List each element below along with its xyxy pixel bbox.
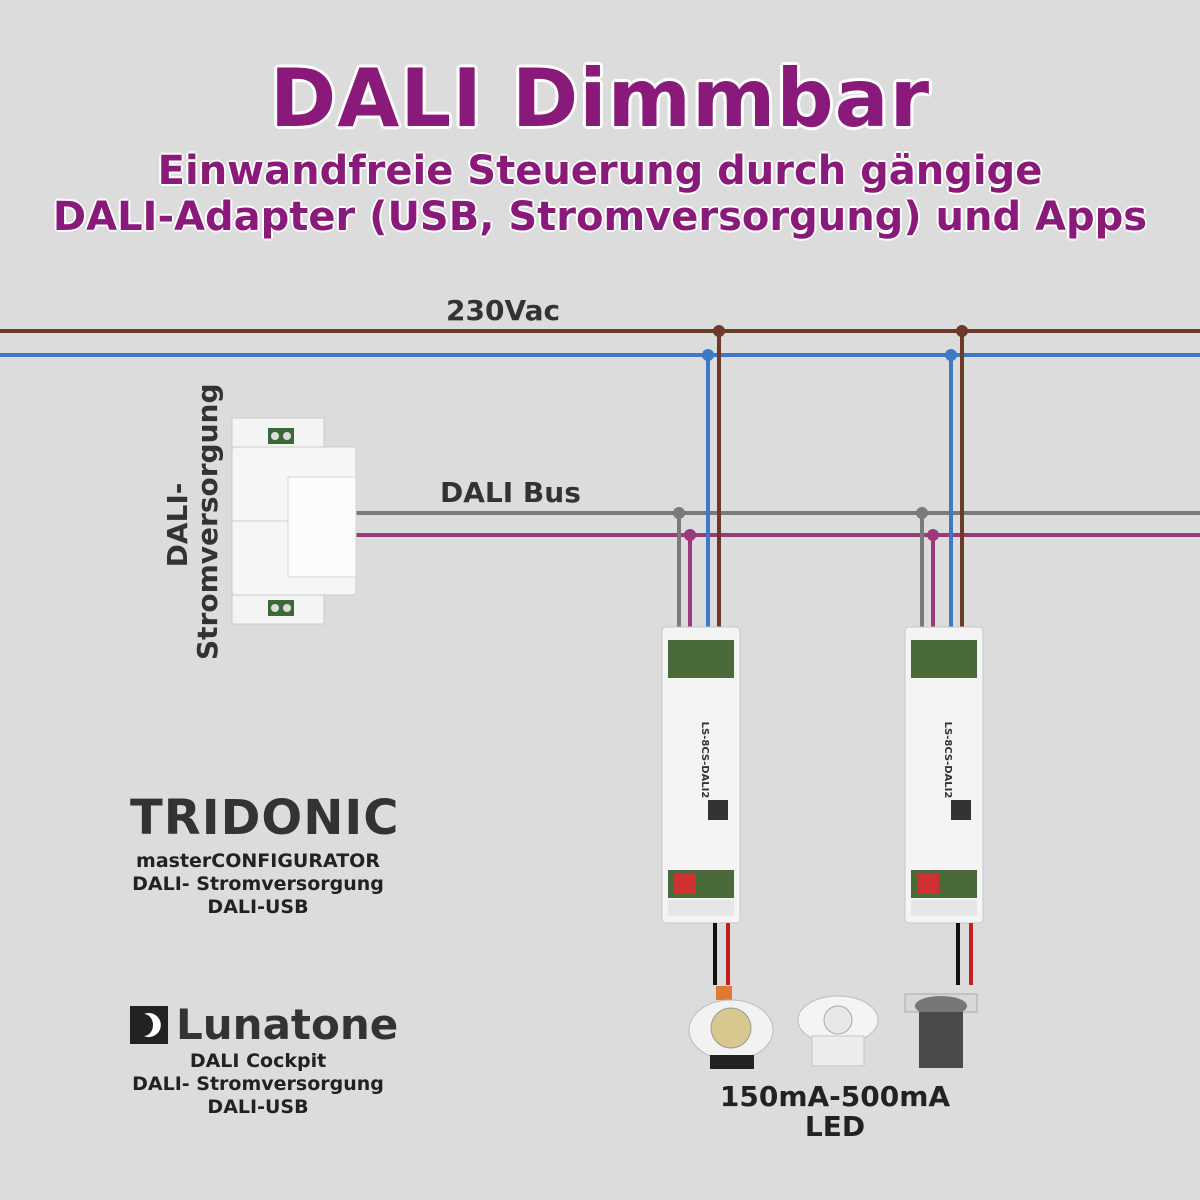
led-type: LED	[804, 1110, 866, 1143]
led-current-range: 150mA-500mA	[719, 1080, 951, 1113]
subtitle-line-2: DALI-Adapter (USB, Stromversorgung) und …	[52, 194, 1148, 240]
lunatone-logo: Lunatone	[176, 1000, 399, 1049]
driver-2-model: LS-8CS-DALI2	[942, 722, 953, 799]
lunatone-details: DALI Cockpit DALI- Stromversorgung DALI-…	[108, 1050, 408, 1119]
tridonic-logo: TRIDONIC	[130, 790, 400, 846]
subtitle-line-1: Einwandfreie Steuerung durch gängige	[157, 148, 1043, 194]
lunatone-line-1: DALI Cockpit	[189, 1050, 327, 1072]
driver-output-wires	[713, 923, 973, 985]
mains-voltage-label: 230Vac	[446, 294, 561, 327]
tridonic-line-1: masterCONFIGURATOR	[136, 850, 380, 872]
led-driver-2: LS-8CS-DALI2	[904, 626, 984, 924]
tridonic-line-2: DALI- Stromversorgung	[132, 873, 384, 895]
power-supply-label-wrap: DALI- Stromversorgung	[161, 383, 224, 661]
led-downlight-2	[797, 995, 879, 1067]
led-label: 150mA-500mA LED	[680, 1082, 990, 1142]
led-downlight-3	[904, 993, 978, 1068]
dali-power-supply-device	[231, 417, 357, 625]
page-title: DALI Dimmbar	[269, 52, 931, 145]
driver-1-model: LS-8CS-DALI2	[699, 722, 710, 799]
power-supply-label: DALI- Stromversorgung	[161, 383, 224, 661]
tridonic-line-3: DALI-USB	[207, 896, 309, 918]
dali-bus-label: DALI Bus	[440, 476, 581, 509]
led-driver-1: LS-8CS-DALI2	[661, 626, 741, 924]
tridonic-details: masterCONFIGURATOR DALI- Stromversorgung…	[108, 850, 408, 919]
lunatone-line-2: DALI- Stromversorgung	[132, 1073, 384, 1095]
led-downlight-1	[688, 986, 774, 1069]
lunatone-logo-wrap: Lunatone	[130, 1000, 398, 1049]
lunatone-line-3: DALI-USB	[207, 1096, 309, 1118]
lunatone-moon-icon	[130, 1005, 168, 1044]
driver-1-wiring	[673, 325, 725, 680]
